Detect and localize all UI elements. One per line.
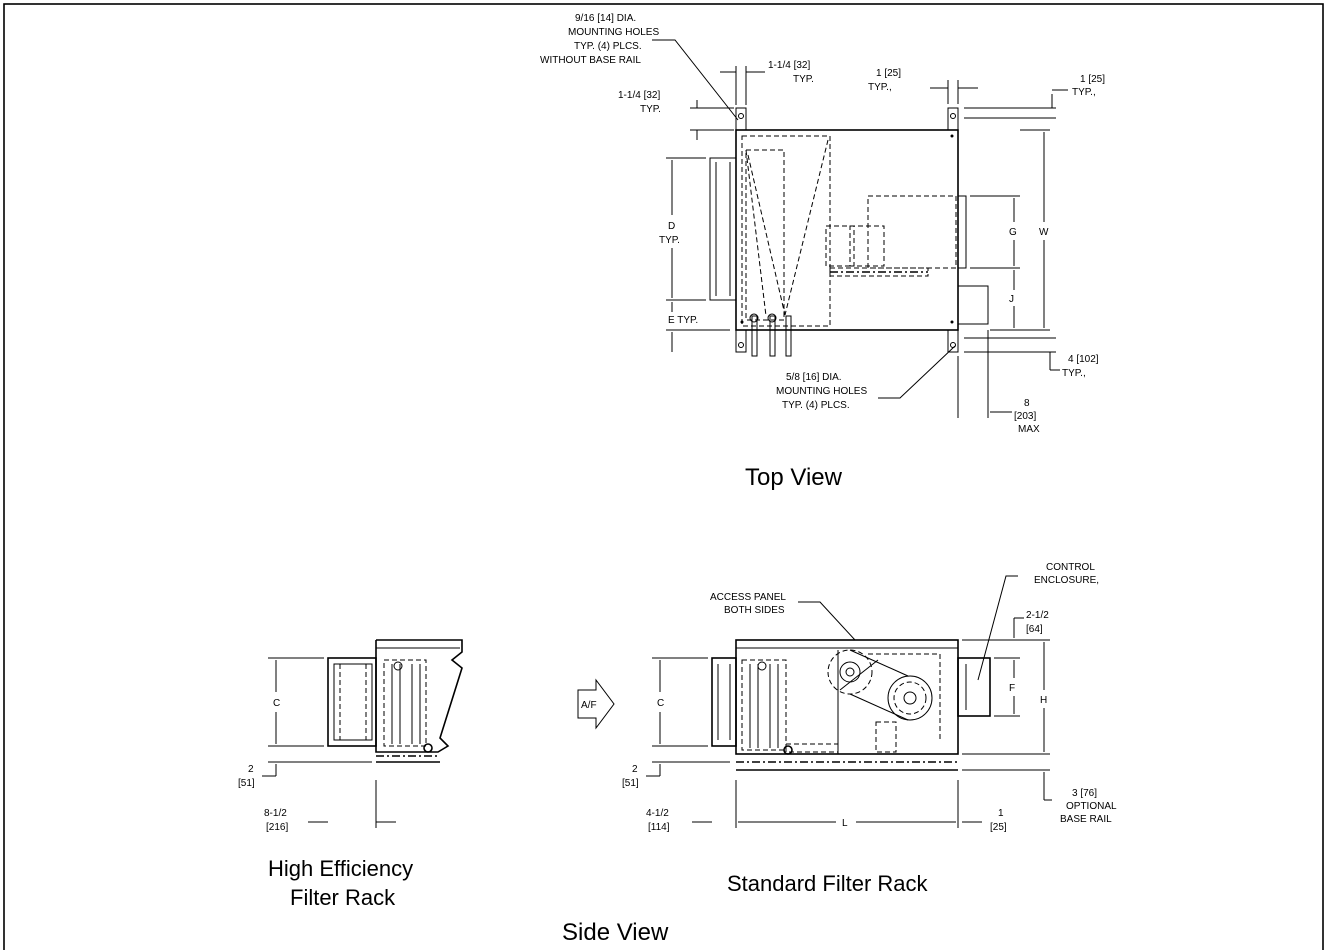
dim-4-2: TYP., xyxy=(1062,368,1086,379)
hef-dim-2-2: [51] xyxy=(238,778,255,789)
dim-114-top-2: TYP. xyxy=(793,74,814,85)
dim-4-1: 4 [102] xyxy=(1068,354,1099,365)
dim-w: W xyxy=(1039,227,1049,238)
std-dim-1-2: [25] xyxy=(990,822,1007,833)
mount-916-note-4: WITHOUT BASE RAIL xyxy=(540,55,641,66)
top-view-caption: Top View xyxy=(745,464,843,491)
top-view xyxy=(652,39,1068,418)
hef-dim-812-1: 8-1/2 xyxy=(264,808,287,819)
mount-916-note-3: TYP. (4) PLCS. xyxy=(574,41,642,52)
dim-212-1: 2-1/2 xyxy=(1026,610,1049,621)
hef-dim-812-2: [216] xyxy=(266,822,288,833)
top-body xyxy=(735,129,959,331)
side-view-caption: Side View xyxy=(562,919,669,946)
mount-58-note-2: MOUNTING HOLES xyxy=(776,386,867,397)
tab-tl xyxy=(735,107,747,131)
tab-br xyxy=(947,329,959,353)
dim-g: G xyxy=(1009,227,1017,238)
top-outlet-right xyxy=(957,195,967,269)
mount-916-note-2: MOUNTING HOLES xyxy=(568,27,659,38)
top-filter-rack xyxy=(709,157,737,301)
hef-caption-1: High Efficiency xyxy=(268,856,413,881)
base-rail-note-1: 3 [76] xyxy=(1072,788,1097,799)
dim-1-right-2: TYP., xyxy=(1072,87,1096,98)
hef-dim-c: C xyxy=(273,698,280,709)
std-dim-412-2: [114] xyxy=(648,822,670,833)
dim-8-3: MAX xyxy=(1018,424,1040,435)
top-blower xyxy=(867,195,957,269)
dim-212-2: [64] xyxy=(1026,624,1043,635)
std-dim-h: H xyxy=(1040,695,1047,706)
dim-114-top-1: 1-1/4 [32] xyxy=(768,60,810,71)
dim-1-right-1: 1 [25] xyxy=(1080,74,1105,85)
dim-8-1: 8 xyxy=(1024,398,1030,409)
dim-114-left-2: TYP. xyxy=(640,104,661,115)
top-coil-outline xyxy=(741,135,831,327)
std-dim-f: F xyxy=(1009,683,1015,694)
dim-d-2: TYP. xyxy=(659,235,680,246)
dim-8-2: [203] xyxy=(1014,411,1036,422)
std-dim-412-1: 4-1/2 xyxy=(646,808,669,819)
std-caption: Standard Filter Rack xyxy=(727,871,929,896)
dim-j: J xyxy=(1009,294,1014,305)
hef-caption-2: Filter Rack xyxy=(290,885,396,910)
airflow-arrow-icon xyxy=(577,678,615,730)
hef-dim-2-1: 2 xyxy=(248,764,254,775)
top-control-box xyxy=(957,285,989,325)
tab-bl xyxy=(735,329,747,353)
top-motor xyxy=(825,225,855,267)
dim-114-left-1: 1-1/4 [32] xyxy=(618,90,660,101)
mount-58-note-1: 5/8 [16] DIA. xyxy=(786,372,842,383)
mount-916-note-1: 9/16 [14] DIA. xyxy=(575,13,636,24)
base-rail-note-2: OPTIONAL xyxy=(1066,801,1117,812)
std-dim-c: C xyxy=(657,698,664,709)
std-dim-l: L xyxy=(842,818,848,829)
airflow-label: A/F xyxy=(581,700,597,711)
tab-tr xyxy=(947,107,959,131)
std-dim-2-1: 2 xyxy=(632,764,638,775)
control-enclosure-note-2: ENCLOSURE, xyxy=(1034,575,1099,586)
std-dim-1-1: 1 xyxy=(998,808,1004,819)
dim-e: E TYP. xyxy=(668,315,698,326)
hef-rack-drawing xyxy=(262,639,463,828)
dim-1-top-2: TYP., xyxy=(868,82,892,93)
base-rail-note-3: BASE RAIL xyxy=(1060,814,1112,825)
dim-d-1: D xyxy=(668,221,675,232)
access-panel-note-2: BOTH SIDES xyxy=(724,605,785,616)
std-dim-2-2: [51] xyxy=(622,778,639,789)
mount-58-note-3: TYP. (4) PLCS. xyxy=(782,400,850,411)
access-panel-note-1: ACCESS PANEL xyxy=(710,592,786,603)
std-rack-drawing xyxy=(646,575,1052,828)
control-enclosure-note-1: CONTROL xyxy=(1046,562,1095,573)
page-border xyxy=(3,3,1324,950)
dim-1-top-1: 1 [25] xyxy=(876,68,901,79)
